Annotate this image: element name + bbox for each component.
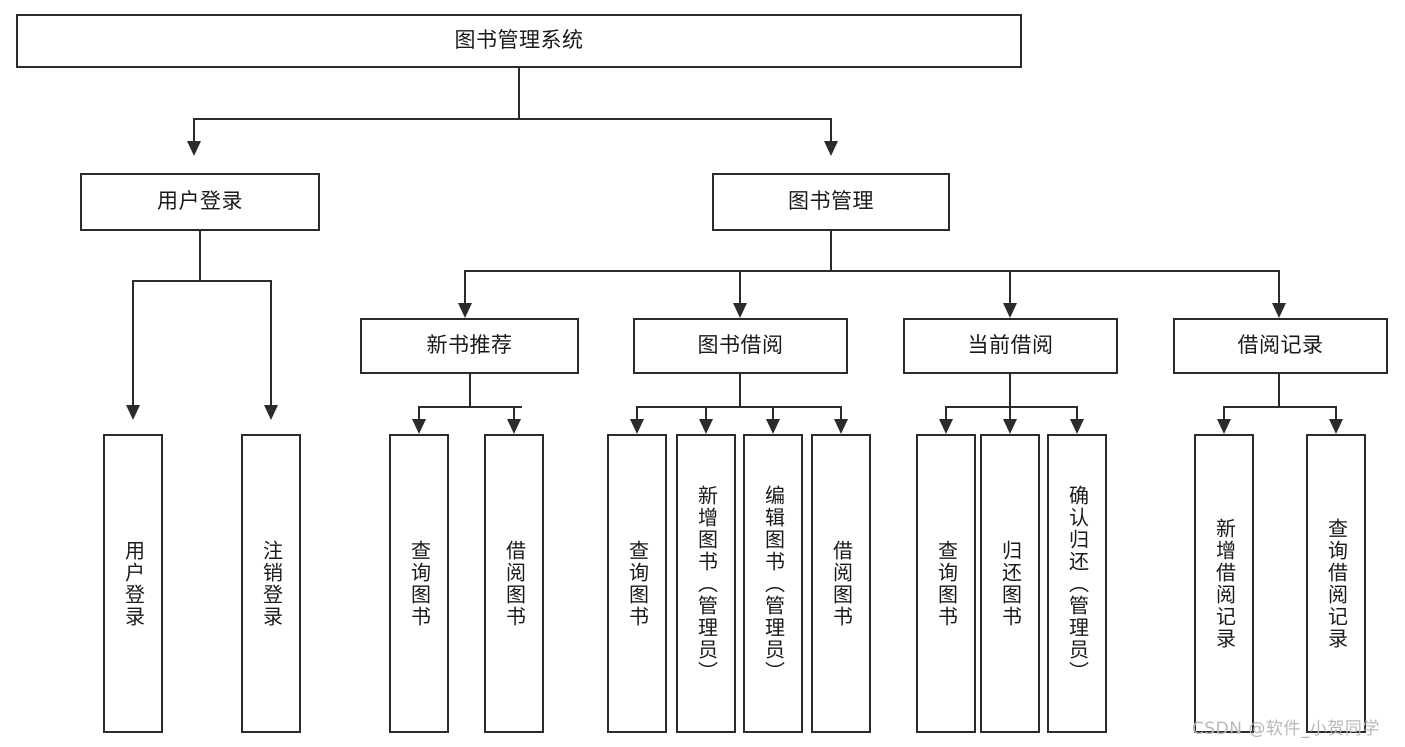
- edge-user-login-drop-2: [270, 280, 272, 405]
- arrow-to-book-borrow: [733, 303, 747, 318]
- edge-br-drop-1: [1223, 406, 1225, 419]
- node-label: 用户登录: [157, 189, 243, 214]
- leaf-bb-query-book[interactable]: 查询图书: [607, 434, 667, 733]
- edge-br-bus: [1223, 406, 1337, 408]
- arrow-to-bb-leaf-3: [766, 419, 780, 434]
- node-label: 编辑图书（管理员）: [761, 484, 786, 683]
- edge-bb-drop-3: [772, 406, 774, 419]
- leaf-cb-query-book[interactable]: 查询图书: [916, 434, 976, 733]
- arrow-to-borrow-record: [1272, 303, 1286, 318]
- node-label: 图书借阅: [697, 333, 784, 358]
- node-new-book-recommend[interactable]: 新书推荐: [360, 318, 579, 374]
- arrow-to-user-login: [187, 141, 201, 156]
- node-label: 借阅图书: [829, 539, 854, 628]
- watermark-csdn: CSDN @软件_小贺同学: [1192, 719, 1380, 739]
- node-label: 新书推荐: [426, 333, 513, 358]
- node-label: 查询图书: [407, 539, 432, 628]
- node-book-borrow[interactable]: 图书借阅: [633, 318, 848, 374]
- edge-cb-bus: [945, 406, 1078, 408]
- edge-bb-drop-2: [705, 406, 707, 419]
- leaf-nbr-query-book[interactable]: 查询图书: [389, 434, 449, 733]
- edge-nbr-bus: [418, 406, 522, 408]
- arrow-to-book-manage: [824, 141, 838, 156]
- leaf-cb-confirm-return-admin[interactable]: 确认归还（管理员）: [1047, 434, 1107, 733]
- leaf-br-query-record[interactable]: 查询借阅记录: [1306, 434, 1366, 733]
- node-label: 用户登录: [121, 539, 146, 628]
- arrow-to-current-borrow: [1003, 303, 1017, 318]
- edge-br-drop-2: [1335, 406, 1337, 419]
- edge-level3-drop-1: [464, 270, 466, 303]
- leaf-cb-return-book[interactable]: 归还图书: [980, 434, 1040, 733]
- arrow-to-cb-leaf-3: [1070, 419, 1084, 434]
- edge-user-login-stem: [199, 231, 201, 280]
- arrow-to-br-leaf-1: [1217, 419, 1231, 434]
- edge-bb-stem: [739, 374, 741, 406]
- arrow-to-bb-leaf-4: [834, 419, 848, 434]
- arrow-to-bb-leaf-1: [630, 419, 644, 434]
- node-label: 新增借阅记录: [1212, 517, 1237, 650]
- node-root-system[interactable]: 图书管理系统: [16, 14, 1022, 68]
- edge-bb-bus: [636, 406, 842, 408]
- node-current-borrow[interactable]: 当前借阅: [903, 318, 1118, 374]
- arrow-to-bb-leaf-2: [699, 419, 713, 434]
- edge-level3-drop-2: [739, 270, 741, 303]
- node-label: 借阅记录: [1237, 333, 1324, 358]
- node-label: 图书管理系统: [454, 28, 584, 53]
- arrow-to-new-book-recommend: [458, 303, 472, 318]
- edge-cb-drop-1: [945, 406, 947, 419]
- edge-level3-drop-4: [1278, 270, 1280, 303]
- edge-nbr-drop-1: [418, 406, 420, 419]
- leaf-user-login[interactable]: 用户登录: [103, 434, 163, 733]
- edge-level2-drop-right: [830, 118, 832, 141]
- edge-level2-drop-left: [193, 118, 195, 141]
- leaf-logout[interactable]: 注销登录: [241, 434, 301, 733]
- leaf-bb-edit-book-admin[interactable]: 编辑图书（管理员）: [743, 434, 803, 733]
- node-book-management[interactable]: 图书管理: [712, 173, 950, 231]
- edge-cb-drop-2: [1009, 406, 1011, 419]
- arrow-to-leaf-user-login: [126, 405, 140, 420]
- edge-bb-drop-1: [636, 406, 638, 419]
- arrow-to-nbr-leaf-1: [412, 419, 426, 434]
- edge-cb-drop-3: [1076, 406, 1078, 419]
- node-label: 当前借阅: [967, 333, 1054, 358]
- edge-bb-drop-4: [840, 406, 842, 419]
- node-label: 归还图书: [998, 539, 1023, 628]
- arrow-to-cb-leaf-2: [1003, 419, 1017, 434]
- arrow-to-br-leaf-2: [1329, 419, 1343, 434]
- edge-user-login-drop-1: [132, 280, 134, 405]
- edge-cb-stem: [1009, 374, 1011, 406]
- node-label: 注销登录: [259, 539, 284, 628]
- edge-book-manage-stem: [830, 231, 832, 270]
- arrow-to-leaf-logout: [264, 405, 278, 420]
- edge-br-stem: [1278, 374, 1280, 406]
- edge-level3-bus: [464, 270, 1280, 272]
- node-label: 查询图书: [934, 539, 959, 628]
- edge-nbr-drop-2: [513, 406, 515, 419]
- node-label: 查询借阅记录: [1324, 517, 1349, 650]
- node-label: 查询图书: [625, 539, 650, 628]
- leaf-bb-borrow-book[interactable]: 借阅图书: [811, 434, 871, 733]
- node-label: 借阅图书: [502, 539, 527, 628]
- node-label: 确认归还（管理员）: [1065, 484, 1090, 683]
- leaf-bb-add-book-admin[interactable]: 新增图书（管理员）: [676, 434, 736, 733]
- edge-user-login-bus: [132, 280, 272, 282]
- node-user-login[interactable]: 用户登录: [80, 173, 320, 231]
- leaf-br-add-record[interactable]: 新增借阅记录: [1194, 434, 1254, 733]
- node-label: 图书管理: [788, 189, 874, 214]
- edge-level2-bus: [193, 118, 832, 120]
- arrow-to-cb-leaf-1: [939, 419, 953, 434]
- edge-root-stem: [518, 68, 520, 118]
- node-borrow-record[interactable]: 借阅记录: [1173, 318, 1388, 374]
- leaf-nbr-borrow-book[interactable]: 借阅图书: [484, 434, 544, 733]
- edge-nbr-stem: [469, 374, 471, 406]
- edge-level3-drop-3: [1009, 270, 1011, 303]
- arrow-to-nbr-leaf-2: [507, 419, 521, 434]
- node-label: 新增图书（管理员）: [694, 484, 719, 683]
